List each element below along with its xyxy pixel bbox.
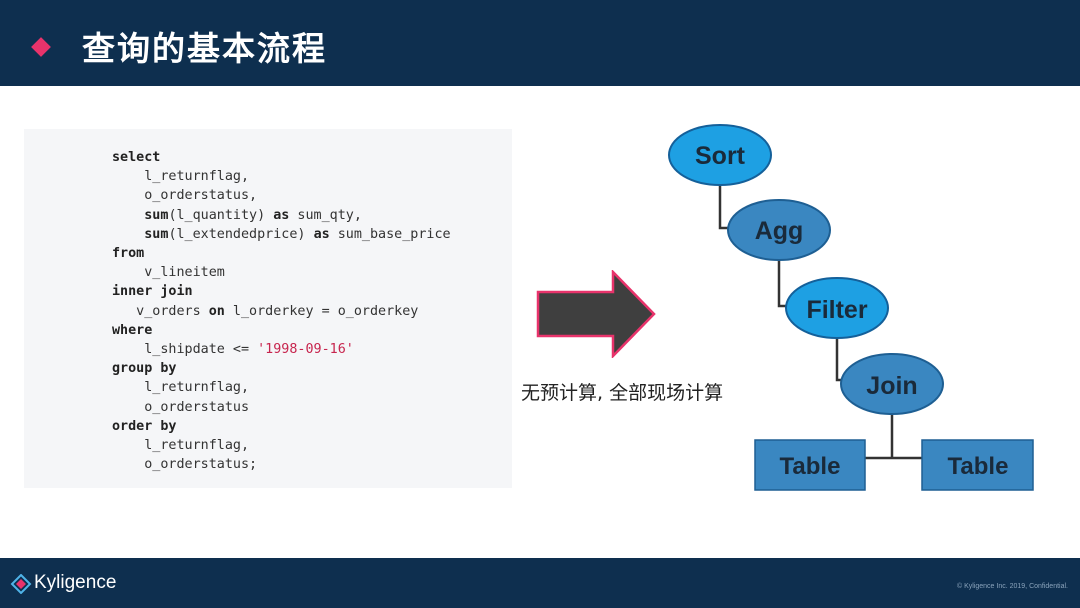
tree-node-agg: Agg — [727, 199, 831, 261]
kyligence-logo-text: Kyligence — [34, 572, 117, 593]
tree-node-table-left-label: Table — [780, 453, 841, 480]
tree-node-table-right: Table — [921, 439, 1034, 491]
sql-keyword: group by — [112, 361, 177, 377]
sql-code-line: sum(l_quantity) as sum_qty, — [112, 208, 362, 223]
tree-node-filter: Filter — [785, 277, 889, 339]
sql-string: '1998-09-16' — [257, 342, 354, 358]
sql-keyword: where — [112, 322, 153, 338]
sql-token — [112, 208, 144, 223]
sql-token: l_shipdate <= — [112, 342, 258, 358]
caption-text: 无预计算, 全部现场计算 — [521, 382, 724, 404]
sql-code-line: o_orderstatus, — [112, 188, 257, 203]
sql-code-line: v_lineitem — [112, 265, 225, 280]
tree-node-join-label: Join — [866, 372, 917, 400]
sql-code-line: l_returnflag, — [112, 380, 249, 395]
sql-keyword: sum — [144, 226, 169, 242]
kyligence-logo-icon — [10, 574, 32, 594]
sql-keyword: inner join — [112, 284, 193, 300]
slide-header: 查询的基本流程 — [0, 0, 1080, 86]
sql-token: (l_quantity) — [168, 207, 274, 223]
sql-keyword: on — [208, 303, 225, 319]
sql-code-line: where — [112, 323, 152, 338]
sql-keyword: as — [273, 207, 290, 223]
sql-code-line: from — [112, 246, 144, 261]
sql-keyword: select — [112, 150, 161, 165]
sql-code-line: sum(l_extendedprice) as sum_base_price — [112, 226, 451, 242]
sql-keyword: order by — [112, 418, 177, 434]
slide-title: 查询的基本流程 — [82, 29, 327, 68]
right-arrow-icon — [536, 270, 656, 358]
diamond-bullet-icon — [31, 37, 51, 57]
sql-token: sum_qty, — [289, 207, 362, 223]
tree-node-join: Join — [840, 353, 944, 415]
sql-token — [112, 227, 144, 242]
tree-node-table-right-label: Table — [948, 453, 1009, 480]
tree-node-agg-label: Agg — [755, 217, 804, 245]
sql-token: l_returnflag, — [112, 438, 250, 454]
sql-keyword: from — [112, 246, 145, 262]
copyright-text: © Kyligence Inc. 2019, Confidential. — [956, 583, 1068, 590]
sql-token: v_orders — [112, 303, 209, 319]
query-plan-tree: Sort Agg Filter Join Table Table — [668, 124, 1034, 491]
tree-node-sort: Sort — [668, 124, 772, 186]
tree-node-filter-label: Filter — [806, 296, 867, 324]
sql-code-line: order by — [112, 419, 177, 434]
tree-node-table-left: Table — [754, 439, 866, 491]
sql-token: o_orderstatus, — [112, 188, 258, 204]
sql-token: (l_extendedprice) — [168, 226, 314, 242]
sql-code-line: o_orderstatus; — [112, 457, 257, 472]
sql-code-line: select — [112, 150, 160, 165]
sql-token: o_orderstatus; — [112, 457, 258, 473]
sql-code-panel — [24, 129, 512, 488]
sql-keyword: sum — [144, 207, 169, 223]
sql-code-line: v_orders on l_orderkey = o_orderkey — [112, 304, 418, 319]
sql-code-line: o_orderstatus — [112, 400, 249, 415]
sql-code-line: l_shipdate <= '1998-09-16' — [112, 342, 354, 357]
sql-token: l_returnflag, — [112, 169, 250, 185]
sql-code-line: l_returnflag, — [112, 438, 249, 453]
sql-token: l_returnflag, — [112, 380, 250, 396]
sql-token: o_orderstatus — [112, 399, 250, 415]
sql-token: sum_base_price — [329, 226, 451, 242]
sql-token: v_lineitem — [112, 265, 225, 281]
sql-code-line: l_returnflag, — [112, 169, 249, 184]
slide-footer: Kyligence © Kyligence Inc. 2019, Confide… — [0, 558, 1080, 608]
sql-keyword: as — [313, 226, 330, 242]
sql-code-block: select l_returnflag, o_orderstatus, sum(… — [112, 148, 451, 474]
sql-code-line: group by — [112, 361, 177, 376]
tree-node-sort-label: Sort — [695, 142, 746, 170]
sql-token: l_orderkey = o_orderkey — [224, 303, 419, 319]
sql-code-line: inner join — [112, 284, 193, 299]
